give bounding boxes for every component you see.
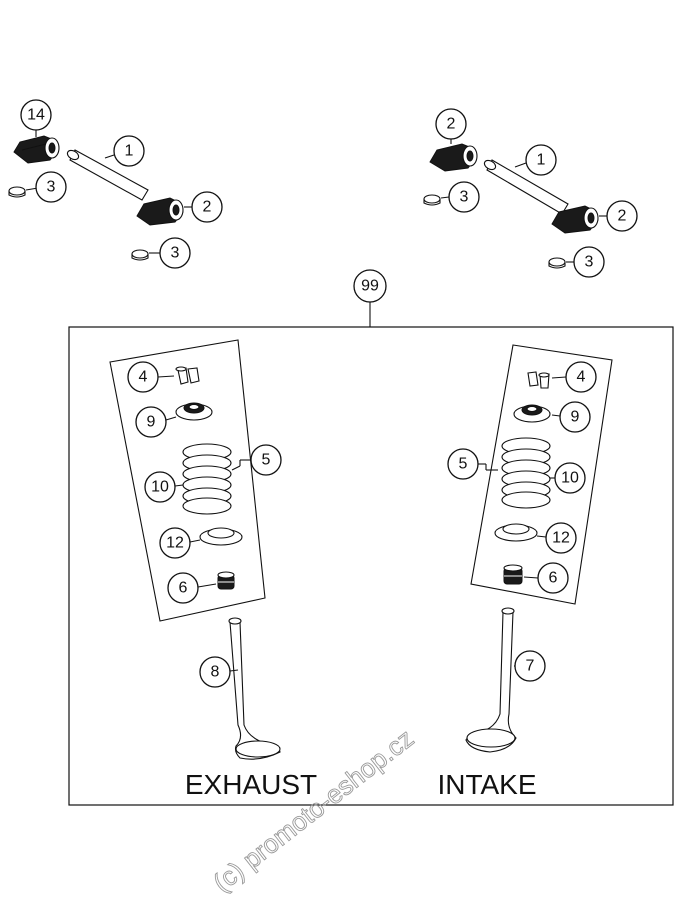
spring-retainer-icon — [175, 402, 213, 421]
callout-1: 1 — [104, 135, 145, 167]
svg-text:12: 12 — [552, 530, 570, 547]
svg-text:9: 9 — [571, 409, 580, 426]
svg-text:6: 6 — [549, 570, 558, 587]
callout-2: 2 — [184, 191, 223, 223]
svg-text:10: 10 — [151, 479, 169, 496]
rocker-arm-icon — [551, 205, 599, 234]
washer-icon — [8, 186, 26, 198]
exhaust-label: EXHAUST — [185, 769, 317, 800]
spring-seat-icon — [494, 523, 538, 542]
callout-4: 4 — [127, 361, 175, 393]
svg-text:2: 2 — [447, 116, 456, 133]
svg-text:1: 1 — [537, 152, 546, 169]
svg-text:2: 2 — [203, 199, 212, 216]
callout-9: 9 — [135, 406, 177, 438]
callout-2: 2 — [599, 200, 638, 232]
svg-text:6: 6 — [179, 580, 188, 597]
rocker-arm-icon — [13, 135, 60, 164]
callout-7: 7 — [514, 650, 546, 682]
valve-collet-icon — [175, 366, 200, 385]
svg-text:9: 9 — [147, 414, 156, 431]
callout-3: 3 — [440, 181, 480, 213]
callout-2: 2 — [435, 108, 467, 144]
valve-spring-icon — [501, 437, 551, 509]
valve-spring-icon — [182, 443, 232, 515]
callout-99: 99 — [353, 269, 387, 327]
svg-text:3: 3 — [585, 254, 594, 271]
svg-text:1: 1 — [125, 143, 134, 160]
rocker-shaft-icon — [66, 149, 149, 201]
spring-retainer-icon — [513, 404, 551, 423]
valve-kit-box: 99 — [68, 269, 674, 806]
valve-stem-seal-icon — [217, 571, 235, 590]
callout-8: 8 — [199, 656, 239, 688]
svg-text:5: 5 — [459, 456, 468, 473]
svg-text:4: 4 — [577, 369, 586, 386]
svg-text:4: 4 — [139, 369, 148, 386]
callout-12: 12 — [159, 527, 201, 559]
callout-10: 10 — [550, 462, 586, 494]
left-rocker-group: 14 1 3 2 3 — [8, 99, 223, 269]
callout-5: 5 — [231, 444, 282, 476]
callout-5: 5 — [447, 448, 498, 480]
callout-4: 4 — [551, 361, 597, 393]
intake-components: 4 9 5 10 12 6 — [447, 344, 613, 753]
svg-text:99: 99 — [361, 278, 379, 295]
svg-text:10: 10 — [561, 470, 579, 487]
callout-6: 6 — [167, 572, 217, 604]
callout-9: 9 — [551, 401, 591, 433]
svg-text:14: 14 — [27, 107, 45, 124]
valve-stem-seal-icon — [503, 564, 523, 585]
callout-3: 3 — [149, 237, 191, 269]
callout-6: 6 — [523, 562, 569, 594]
svg-text:5: 5 — [262, 452, 271, 469]
callout-10: 10 — [144, 471, 184, 503]
exhaust-valve-icon — [228, 617, 281, 760]
right-rocker-group: 2 1 3 2 3 — [423, 108, 638, 278]
callout-12: 12 — [536, 522, 577, 554]
callout-14: 14 — [20, 99, 52, 137]
svg-text:8: 8 — [211, 664, 220, 681]
svg-text:7: 7 — [526, 658, 535, 675]
intake-parts-panel — [470, 344, 613, 605]
svg-text:3: 3 — [171, 245, 180, 262]
callout-3: 3 — [25, 171, 67, 203]
rocker-arm-icon — [136, 197, 184, 226]
rocker-shaft-icon — [483, 159, 569, 215]
exhaust-components: 4 9 5 10 12 6 — [109, 339, 282, 760]
svg-text:2: 2 — [618, 208, 627, 225]
kit-frame — [68, 326, 674, 806]
svg-text:3: 3 — [460, 189, 469, 206]
washer-icon — [423, 194, 441, 206]
spring-seat-icon — [199, 527, 243, 546]
svg-text:3: 3 — [47, 179, 56, 196]
intake-label: INTAKE — [437, 769, 536, 800]
intake-valve-icon — [465, 607, 517, 753]
washer-icon — [131, 249, 149, 261]
exhaust-parts-panel — [109, 339, 266, 622]
callout-3: 3 — [566, 246, 605, 278]
valve-collet-icon — [527, 371, 550, 389]
callout-1: 1 — [514, 144, 557, 176]
washer-icon — [548, 257, 566, 269]
rocker-arm-icon — [429, 143, 478, 172]
svg-text:12: 12 — [166, 535, 184, 552]
